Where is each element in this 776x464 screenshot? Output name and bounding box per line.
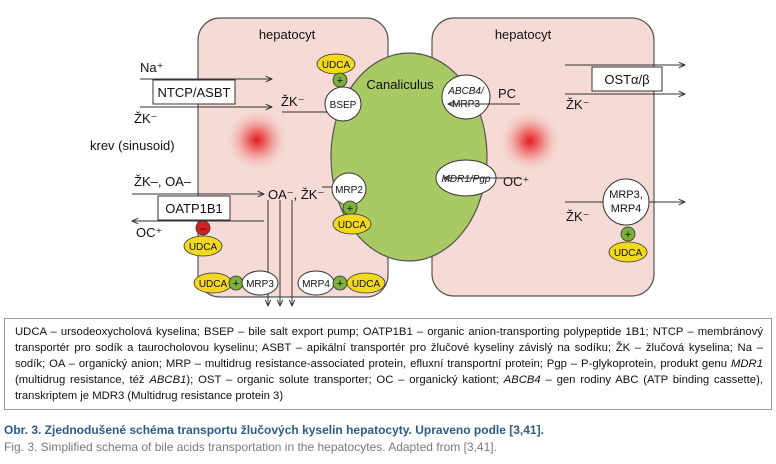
zk-oa-label: ŽK–, OA– — [134, 174, 192, 189]
plus-badge-mrp34 — [620, 226, 636, 242]
svg-text:UDCA: UDCA — [352, 279, 381, 290]
udca-mrp34 — [608, 241, 648, 263]
svg-text:+: + — [337, 75, 343, 87]
svg-text:UDCA: UDCA — [199, 279, 228, 290]
udca-mrp4 — [346, 272, 386, 294]
svg-text:+: + — [337, 278, 343, 290]
mrp3-transporter — [241, 270, 279, 296]
oatp1b1-transporter — [157, 195, 231, 221]
mrp2-label: MRP2 — [335, 185, 363, 196]
oc-right-label: OC⁺ — [503, 174, 529, 189]
oc-left-label: OC⁺ — [136, 225, 162, 240]
zk-ost-label: ŽK⁻ — [566, 97, 589, 112]
udca-oatp — [183, 235, 223, 257]
mrp34-line1-label: MRP3, — [609, 189, 643, 201]
caption-czech: Obr. 3. Zjednodušené schéma transportu ž… — [4, 423, 544, 437]
ost-label: OSTα/β — [604, 72, 649, 87]
pc-label: PC — [498, 86, 516, 101]
mrp4-label: MRP4 — [302, 279, 330, 290]
cell-right-label: hepatocyt — [495, 27, 552, 42]
canaliculus-label: Canaliculus — [366, 77, 434, 92]
legend-text: UDCA – ursodeoxycholová kyselina; BSEP –… — [15, 326, 763, 402]
nucleus-left — [225, 108, 289, 172]
nucleus-right — [498, 109, 562, 173]
oa-zk-label: OA⁻, ŽK⁻ — [268, 187, 324, 202]
caption-english: Fig. 3. Simplified schema of bile acids … — [4, 440, 497, 454]
blood-sinusoid-label: krev (sinusoid) — [90, 138, 175, 153]
zk-mrp-label: ŽK⁻ — [566, 209, 589, 224]
mdr1-pgp-label: MDR1/Pgp — [442, 174, 491, 185]
svg-text:UDCA: UDCA — [338, 220, 367, 231]
bile-acid-transport-diagram: hepatocyt hepatocyt Canaliculus Na⁺ NTCP… — [90, 17, 776, 320]
abcb4-label: ABCB4/ — [447, 86, 485, 97]
svg-text:UDCA: UDCA — [189, 242, 218, 253]
svg-text:–: – — [200, 221, 207, 235]
svg-text:+: + — [233, 278, 239, 290]
cell-left-label: hepatocyt — [259, 27, 316, 42]
mrp3-mrp4-transporter — [602, 178, 650, 226]
bsep-transporter — [324, 86, 362, 122]
figure-legend: UDCA – ursodeoxycholová kyselina; BSEP –… — [4, 318, 772, 410]
svg-text:+: + — [347, 203, 353, 215]
mrp3-label: MRP3 — [246, 279, 274, 290]
svg-text:+: + — [625, 229, 631, 241]
na-label: Na⁺ — [140, 60, 163, 75]
svg-text:UDCA: UDCA — [322, 60, 351, 71]
minus-inhibition-badge — [195, 220, 211, 236]
bsep-label: BSEP — [330, 100, 357, 111]
svg-text:UDCA: UDCA — [614, 248, 643, 259]
abcb4-mrp3-transporter — [441, 74, 491, 120]
ntcp-asbt-transporter — [152, 79, 236, 105]
ost-alpha-beta-transporter — [591, 66, 663, 92]
udca-mrp2 — [332, 213, 372, 235]
zk-ntcp-label: ŽK⁻ — [134, 111, 157, 126]
oatp1b1-label: OATP1B1 — [165, 201, 223, 216]
mrp34-line2-label: MRP4 — [611, 203, 642, 215]
ntcp-asbt-label: NTCP/ASBT — [158, 85, 231, 100]
zk-bsep-label: ŽK⁻ — [281, 94, 304, 109]
